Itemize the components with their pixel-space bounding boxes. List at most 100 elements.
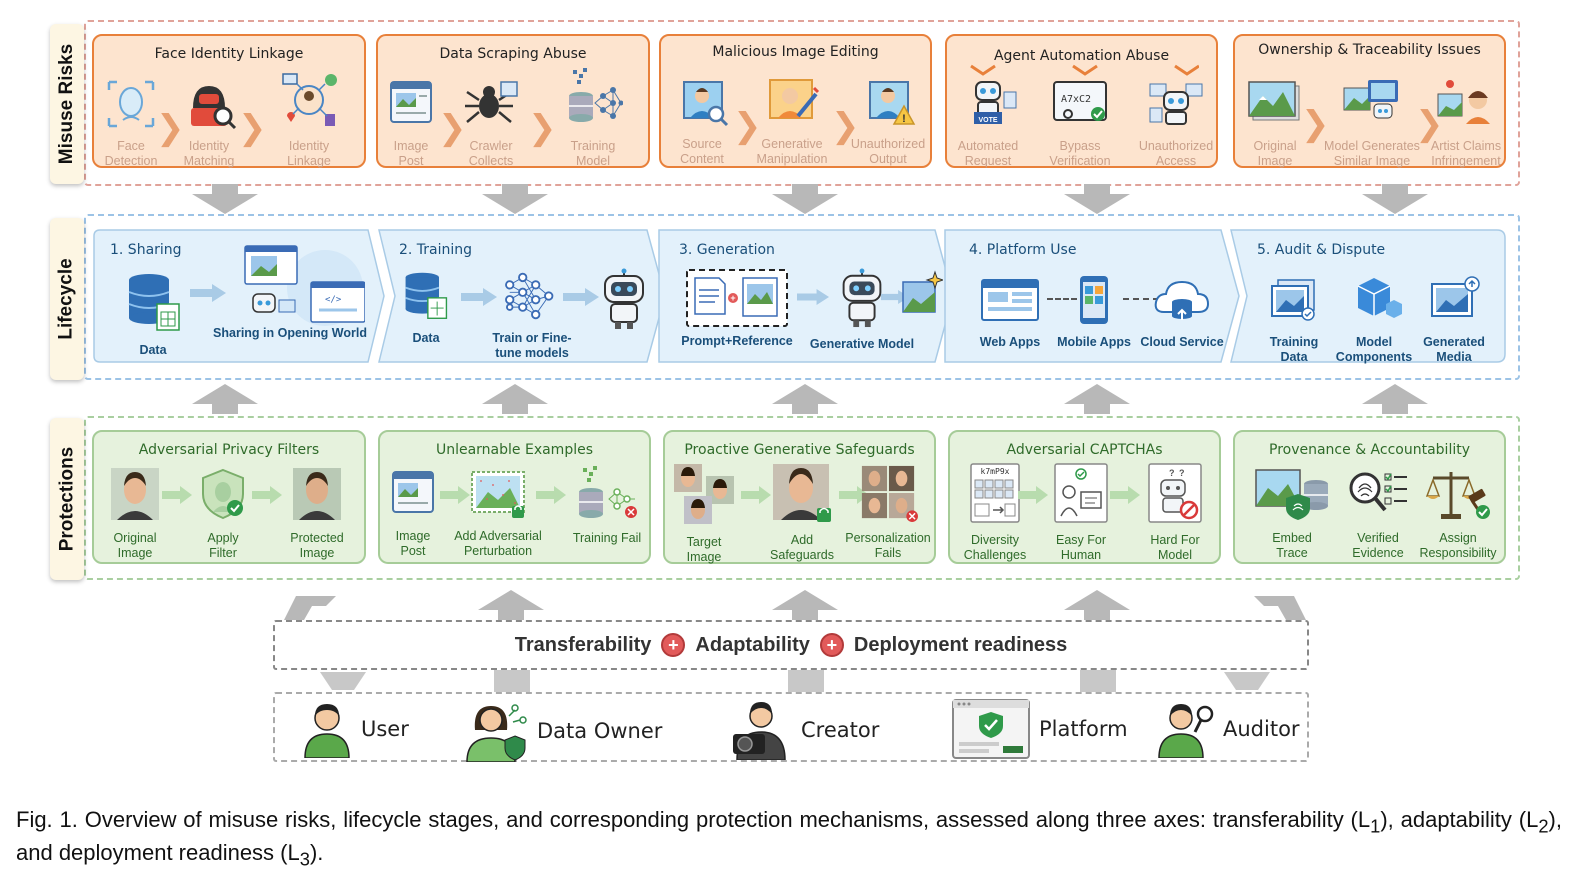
stage-title: 1. Sharing <box>110 242 182 258</box>
stage-item: Generated Media <box>1399 274 1509 365</box>
model-components-cube-icon <box>1357 278 1402 318</box>
protection-item: Add Safeguards <box>747 462 857 563</box>
risk-item: ! Unauthorized Output <box>833 76 943 167</box>
stage-item: Mobile Apps <box>1039 274 1149 350</box>
risk-item: Model Generates Similar Image <box>1317 78 1427 169</box>
connector-line <box>1123 298 1159 300</box>
up-arrow-icon <box>1224 672 1270 690</box>
connector-bar <box>788 670 824 692</box>
original-image-icon <box>1248 81 1300 121</box>
plus-icon: + <box>661 633 686 657</box>
right-arrow-icon <box>461 288 497 306</box>
right-arrow-icon <box>741 486 771 504</box>
down-chevrons-icon <box>970 64 1199 76</box>
right-arrow-icon <box>797 289 829 305</box>
stage-item: Data <box>371 270 481 346</box>
protection-item: Assign Responsibility <box>1403 466 1513 561</box>
prompt-reference-icon: + <box>686 269 788 327</box>
lifecycle-stage-sharing: 1. Sharing Data </> Sharing <box>92 228 388 364</box>
safeguarded-face-icon <box>773 464 831 522</box>
data-owner-icon <box>466 704 527 762</box>
adversarial-perturbation-icon <box>471 471 525 518</box>
up-arrow-icon <box>772 384 838 414</box>
mobile-apps-icon <box>1080 276 1108 324</box>
up-arrow-icon <box>320 672 366 690</box>
up-right-arrow-icon <box>1254 596 1306 620</box>
risk-item: Unauthorized Access <box>1121 78 1231 169</box>
image-post-icon <box>392 471 434 513</box>
protected-face-icon <box>293 468 341 520</box>
chevron-right-icon: ❯ <box>156 108 185 148</box>
connector-bar <box>494 670 530 692</box>
protection-item: Training Fail <box>552 462 662 546</box>
training-data-images-icon <box>1271 279 1315 321</box>
stage-title: 4. Platform Use <box>969 242 1077 258</box>
stage-item: Training Data <box>1239 274 1349 365</box>
training-fail-icon <box>579 466 637 518</box>
chevron-right-icon: ❯ <box>831 106 860 146</box>
right-arrow-icon <box>440 486 470 504</box>
stage-title: 3. Generation <box>679 242 775 258</box>
stage-item: Train or Fine- tune models <box>477 270 587 361</box>
right-arrow-icon <box>162 486 192 504</box>
robot-access-icon <box>1149 83 1203 125</box>
risk-title: Ownership & Traceability Issues <box>1258 42 1481 58</box>
down-arrow-icon <box>1064 184 1130 214</box>
protection-card-generative-safeguards: Proactive Generative Safeguards Target I… <box>663 430 936 564</box>
risk-item: Crawler Collects <box>436 78 546 169</box>
actor-user: User <box>301 700 409 758</box>
stage-item: </> Sharing in Opening World <box>210 242 370 341</box>
stage-title: 2. Training <box>399 242 473 258</box>
captcha-bypass-icon: A7xC2 <box>1053 81 1107 121</box>
verified-evidence-icon <box>1349 472 1407 512</box>
model-generates-image-icon <box>1343 80 1398 119</box>
database-icon <box>128 274 180 331</box>
lifecycle-stage-training: 2. Training Data Train or Fine- tune mod… <box>377 228 667 364</box>
protection-item: Embed Trace <box>1237 466 1347 561</box>
risk-item: Identity Linkage <box>254 70 364 169</box>
risk-title: Face Identity Linkage <box>154 46 304 62</box>
connector-line <box>1047 298 1077 300</box>
figure-caption: Fig. 1. Overview of misuse risks, lifecy… <box>16 807 1562 870</box>
protection-item: Easy For Human <box>1026 462 1136 563</box>
protection-card-captchas: Adversarial CAPTCHAs k7mP9x Diversity Ch… <box>948 430 1221 564</box>
down-arrow-icon <box>1362 184 1428 214</box>
chevron-right-icon: ❯ <box>1301 104 1330 144</box>
cloud-service-icon <box>1154 280 1210 320</box>
protections-label: Protections <box>50 418 84 580</box>
svg-text:+: + <box>730 293 735 303</box>
filter-shield-icon <box>202 468 244 520</box>
protection-item: Personalization Fails <box>833 464 943 561</box>
axis-transferability: Transferability <box>514 633 652 656</box>
chevron-right-icon: ❯ <box>438 108 467 148</box>
up-arrow-icon <box>1064 590 1130 620</box>
risk-card-data-scraping: Data Scraping Abuse Image Post ❯ Crawler… <box>376 34 650 168</box>
target-faces-icon <box>674 464 734 524</box>
misuse-risks-label: Misuse Risks <box>50 24 84 184</box>
risk-item: VOTE Automated Request <box>933 78 1043 169</box>
svg-text:</>: </> <box>325 295 342 305</box>
svg-text:VOTE: VOTE <box>978 117 997 124</box>
protection-card-unlearnable: Unlearnable Examples Image Post Add Adve… <box>378 430 651 564</box>
protection-item: Original Image <box>80 466 190 561</box>
stage-title: 5. Audit & Dispute <box>1257 242 1386 258</box>
assessment-axes: Transferability + Adaptability + Deploym… <box>273 620 1309 670</box>
protection-title: Provenance & Accountability <box>1269 442 1470 458</box>
svg-text:k7mP9x: k7mP9x <box>981 467 1010 476</box>
stage-item: Web Apps <box>955 274 1065 350</box>
risk-item: Generative Manipulation <box>737 76 847 167</box>
protection-card-provenance: Provenance & Accountability Embed Trace … <box>1233 430 1506 564</box>
protection-title: Adversarial Privacy Filters <box>138 442 320 458</box>
risk-item: Artist Claims Infringement <box>1411 78 1521 169</box>
protection-item: ? ? Hard For Model <box>1120 462 1230 563</box>
generated-media-icon <box>1431 276 1480 317</box>
down-arrow-icon <box>772 184 838 214</box>
protection-item: k7mP9x Diversity Challenges <box>940 462 1050 563</box>
crawler-spider-icon <box>465 81 518 123</box>
lifecycle-stage-platform-use: 4. Platform Use Web Apps Mobile Apps <box>943 228 1241 364</box>
risk-title: Agent Automation Abuse <box>993 48 1170 64</box>
risk-item: Identity Matching <box>154 78 264 169</box>
up-arrow-icon <box>478 590 544 620</box>
protections-band <box>84 416 1520 580</box>
identity-linkage-icon <box>282 73 337 126</box>
